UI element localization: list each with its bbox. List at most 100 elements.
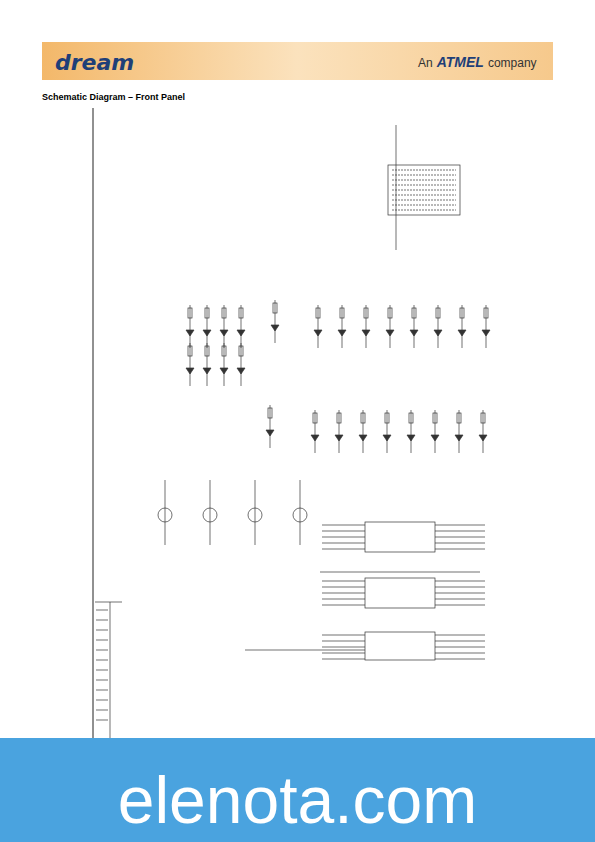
pin-line — [96, 680, 108, 681]
resistor-symbol — [268, 408, 272, 418]
pin-row — [392, 175, 456, 176]
pin-line — [322, 647, 365, 648]
wire — [241, 305, 242, 348]
pin-line — [96, 710, 108, 711]
wire — [210, 480, 211, 545]
resistor-symbol — [385, 413, 389, 423]
pin-line — [322, 593, 365, 594]
ic-symbol — [365, 578, 435, 608]
resistor-symbol — [481, 413, 485, 423]
page-title: Schematic Diagram – Front Panel — [42, 92, 185, 102]
pin-line — [322, 537, 365, 538]
wire — [438, 305, 439, 348]
pin-line — [435, 587, 485, 588]
pin-row — [392, 205, 456, 206]
pin-line — [322, 605, 365, 606]
pin-line — [96, 690, 108, 691]
pin-line — [96, 670, 108, 671]
resistor-symbol — [205, 308, 209, 318]
pin-line — [96, 610, 108, 611]
resistor-symbol — [239, 308, 243, 318]
resistor-symbol — [188, 346, 192, 356]
wire — [363, 410, 364, 453]
resistor-symbol — [361, 413, 365, 423]
pin-line — [96, 620, 108, 621]
pin-line — [322, 653, 365, 654]
wire — [245, 650, 365, 651]
pin-row — [392, 170, 456, 171]
brand-logo: dream — [55, 50, 134, 75]
wire — [300, 480, 301, 545]
wire — [396, 125, 397, 250]
brand-logo: ATMEL — [437, 54, 484, 70]
pin-line — [435, 537, 485, 538]
wire — [110, 602, 111, 740]
header-band — [42, 42, 553, 80]
pin-line — [96, 650, 108, 651]
resistor-symbol — [205, 346, 209, 356]
wire — [318, 305, 319, 348]
wire — [190, 343, 191, 386]
pin-line — [322, 599, 365, 600]
wire — [462, 305, 463, 348]
resistor-symbol — [222, 346, 226, 356]
pin-row — [392, 180, 456, 181]
schematic — [95, 125, 490, 740]
wire — [270, 405, 271, 448]
pin-line — [96, 700, 108, 701]
wire — [165, 480, 166, 545]
wire — [224, 305, 225, 348]
pin-line — [435, 525, 485, 526]
resistor-symbol — [188, 308, 192, 318]
connector-symbol — [388, 165, 460, 215]
resistor-symbol — [340, 308, 344, 318]
pin-line — [435, 581, 485, 582]
pin-line — [96, 630, 108, 631]
pin-line — [322, 581, 365, 582]
wire — [207, 343, 208, 386]
wire — [95, 602, 122, 603]
pin-line — [435, 653, 485, 654]
pin-row — [392, 195, 456, 196]
resistor-symbol — [436, 308, 440, 318]
pin-line — [435, 641, 485, 642]
logo-text: company — [488, 56, 537, 70]
pin-line — [435, 531, 485, 532]
resistor-symbol — [433, 413, 437, 423]
ic-symbol — [365, 632, 435, 660]
wire — [435, 410, 436, 453]
resistor-symbol — [313, 413, 317, 423]
resistor-symbol — [409, 413, 413, 423]
pin-line — [96, 640, 108, 641]
pin-line — [96, 720, 108, 721]
pin-line — [435, 593, 485, 594]
resistor-symbol — [273, 303, 277, 313]
wire — [224, 343, 225, 386]
wire — [190, 305, 191, 348]
pin-row — [392, 185, 456, 186]
resistor-symbol — [460, 308, 464, 318]
pin-line — [435, 599, 485, 600]
wire — [387, 410, 388, 453]
pin-line — [435, 543, 485, 544]
pin-line — [322, 641, 365, 642]
pin-row — [392, 210, 456, 211]
wire — [342, 305, 343, 348]
pin-line — [322, 549, 365, 550]
wire — [411, 410, 412, 453]
wire — [320, 572, 480, 573]
resistor-symbol — [412, 308, 416, 318]
resistor-symbol — [239, 346, 243, 356]
wire — [390, 305, 391, 348]
pin-line — [96, 660, 108, 661]
resistor-symbol — [457, 413, 461, 423]
wire — [275, 300, 276, 343]
pin-line — [322, 587, 365, 588]
pin-line — [435, 549, 485, 550]
wire — [486, 305, 487, 348]
pin-line — [322, 531, 365, 532]
wire — [483, 410, 484, 453]
resistor-symbol — [316, 308, 320, 318]
frame-line — [93, 108, 94, 745]
